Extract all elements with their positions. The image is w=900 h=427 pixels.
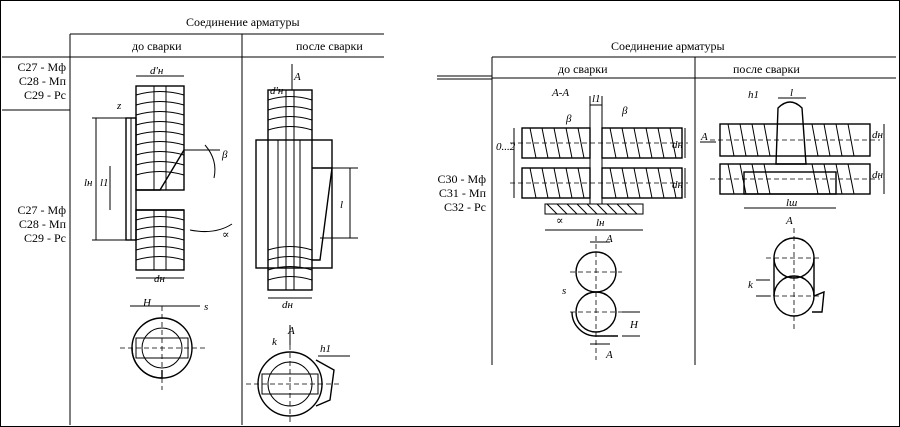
code-c29: С29 - Рс	[24, 88, 66, 102]
left-after-label-a-top: A	[294, 71, 301, 83]
right-col-before-header: до сварки	[558, 62, 608, 76]
code-c31: С31 - Мп	[438, 186, 486, 200]
right-after-label-h1: h1	[748, 89, 759, 101]
right-before-label-dh-bottom: dн	[672, 179, 683, 191]
right-before-label-lh: lн	[596, 217, 605, 229]
left-before-label-z: z	[117, 100, 122, 112]
left-before-label-alpha: ∝	[222, 229, 230, 241]
right-before-label-s: s	[562, 285, 567, 297]
right-before-label-beta-left: β	[566, 113, 572, 125]
right-after-label-l: l	[790, 87, 794, 99]
left-after-label-a-bottom: A	[288, 325, 295, 337]
left-before-label-lh: lн	[84, 177, 93, 189]
left-before-label-l1: l1	[100, 177, 109, 189]
right-after-drawing	[700, 97, 885, 330]
right-table-title: Соединение арматуры	[611, 39, 725, 53]
code-c29: С29 - Рс	[24, 231, 66, 245]
code-c32: С32 - Рс	[444, 200, 486, 214]
left-table-title: Соединение арматуры	[186, 15, 300, 29]
left-after-label-l: l	[340, 199, 344, 211]
left-after-label-d-top: d'н	[270, 85, 284, 97]
right-table-grid	[437, 56, 896, 365]
left-before-label-d-bottom: dн	[154, 273, 165, 285]
right-col-after-header: после сварки	[733, 62, 800, 76]
left-before-label-s: s	[204, 301, 209, 313]
code-c28: С28 - Мп	[18, 74, 66, 88]
right-before-label-beta-right: β	[622, 105, 628, 117]
left-col-after-header: после сварки	[296, 39, 363, 53]
right-after-label-dh-bottom: dн	[872, 169, 883, 181]
left-before-label-h: H	[143, 297, 151, 309]
left-after-label-d-bottom: dн	[282, 299, 293, 311]
right-after-label-dh-top: dн	[872, 129, 883, 141]
right-before-label-a-bottom: A	[606, 349, 613, 361]
left-after-drawing	[246, 64, 358, 424]
left-col-before-header: до сварки	[132, 39, 182, 53]
left-before-drawing	[92, 75, 233, 390]
right-before-drawing	[510, 96, 688, 360]
right-after-label-a-section: A	[786, 215, 793, 227]
right-after-label-lsh: lш	[786, 197, 798, 209]
right-before-label-a-top: A	[606, 233, 613, 245]
right-before-label-alpha: ∝	[556, 215, 564, 227]
right-before-label-dh-top: dн	[672, 139, 683, 151]
right-before-label-l1: l1	[592, 93, 601, 105]
right-codes: С30 - Мф С31 - Мп С32 - Рс	[424, 172, 486, 214]
left-row1-codes: С27 - Мф С28 - Мп С29 - Рс	[6, 60, 66, 102]
right-before-label-h: H	[630, 319, 638, 331]
right-after-label-k: k	[748, 279, 753, 291]
right-before-label-section: А-А	[552, 87, 570, 99]
code-c30: С30 - Мф	[437, 172, 486, 186]
code-c27: С27 - Мф	[17, 203, 66, 217]
left-after-label-k: k	[272, 336, 277, 348]
right-after-label-a-arrow: A	[701, 131, 708, 143]
left-table-grid	[2, 33, 384, 425]
left-before-label-d-top: d'н	[150, 65, 164, 77]
right-before-label-gap: 0...2	[496, 141, 516, 153]
code-c28: С28 - Мп	[18, 217, 66, 231]
left-after-label-h1: h1	[320, 343, 331, 355]
left-before-label-beta: β	[222, 149, 228, 161]
code-c27: С27 - Мф	[17, 60, 66, 74]
left-row2-codes: С27 - Мф С28 - Мп С29 - Рс	[6, 203, 66, 245]
